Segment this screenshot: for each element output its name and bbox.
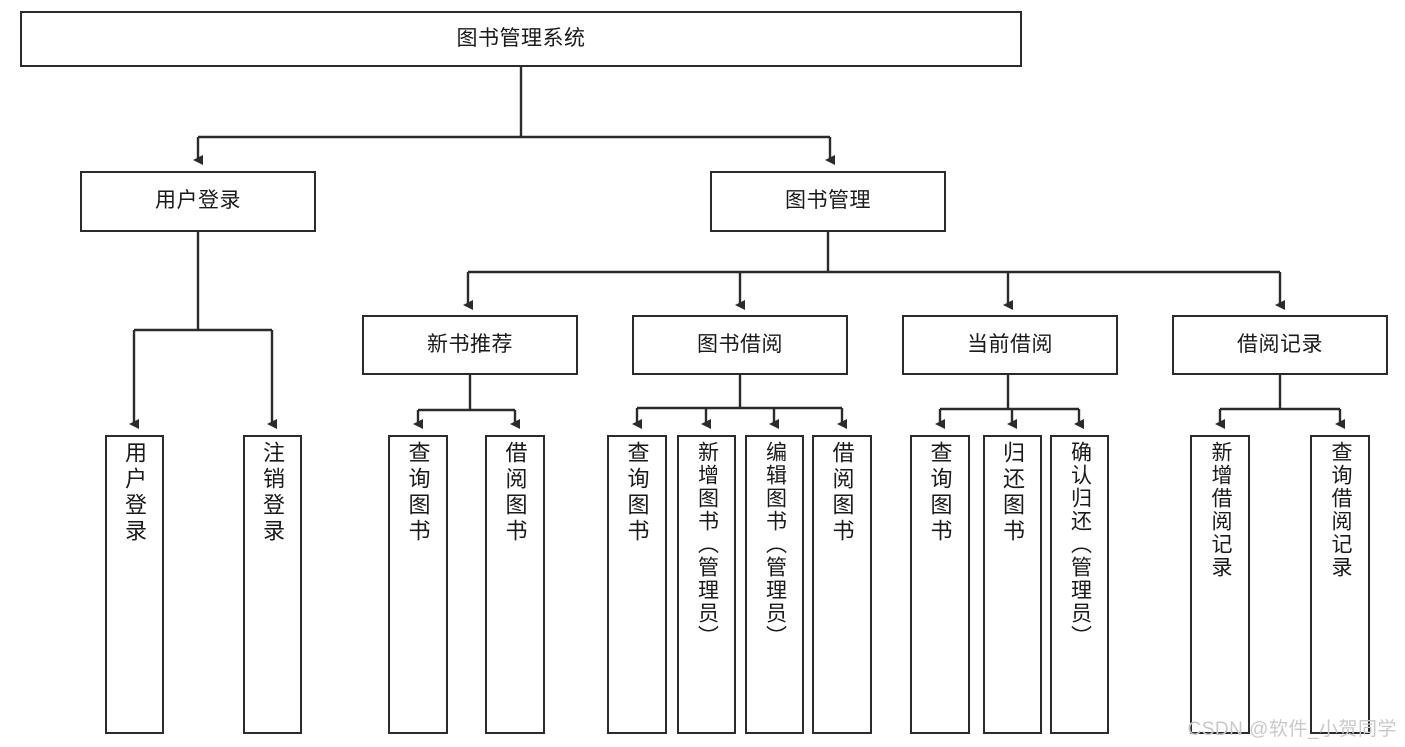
node-leaf-user-login-label: 用户登录 [122,441,148,545]
node-leaf-add-record[interactable]: 新增借阅记录 [1190,435,1250,734]
node-book-management[interactable]: 图书管理 [710,171,946,232]
node-leaf-borrow-book-1-label: 借阅图书 [502,441,528,545]
node-leaf-add-book-admin-label: 新增图书（管理员） [695,441,719,648]
node-leaf-confirm-return[interactable]: 确认归还（管理员） [1050,435,1109,734]
node-root-label: 图书管理系统 [456,26,586,50]
node-leaf-query-record-label: 查询借阅记录 [1329,441,1353,579]
node-book-borrow-label: 图书借阅 [697,332,783,356]
node-leaf-query-record[interactable]: 查询借阅记录 [1310,435,1370,734]
node-leaf-query-book-3[interactable]: 查询图书 [910,435,970,734]
node-leaf-add-book-admin[interactable]: 新增图书（管理员） [677,435,736,734]
node-leaf-return-book-label: 归还图书 [1000,441,1026,545]
node-new-book-recommend[interactable]: 新书推荐 [362,315,578,375]
node-leaf-borrow-book-1[interactable]: 借阅图书 [485,435,545,734]
node-leaf-confirm-return-label: 确认归还（管理员） [1068,441,1092,648]
node-leaf-logout-login-label: 注销登录 [260,441,286,545]
csdn-watermark: CSDN @软件_小贺同学 [1187,719,1397,740]
node-leaf-logout-login[interactable]: 注销登录 [243,435,302,734]
node-leaf-query-book-2[interactable]: 查询图书 [607,435,667,734]
node-leaf-borrow-book-2[interactable]: 借阅图书 [812,435,872,734]
node-leaf-edit-book-admin[interactable]: 编辑图书（管理员） [745,435,804,734]
node-leaf-query-book-1[interactable]: 查询图书 [388,435,448,734]
node-leaf-user-login[interactable]: 用户登录 [105,435,164,734]
node-new-book-recommend-label: 新书推荐 [427,332,513,356]
node-borrow-record-label: 借阅记录 [1237,332,1323,356]
node-root[interactable]: 图书管理系统 [20,11,1022,67]
node-leaf-query-book-2-label: 查询图书 [624,441,650,545]
node-current-borrow[interactable]: 当前借阅 [902,315,1118,375]
node-book-management-label: 图书管理 [785,189,871,213]
node-user-login[interactable]: 用户登录 [80,171,316,232]
node-leaf-add-record-label: 新增借阅记录 [1209,441,1233,579]
node-leaf-query-book-1-label: 查询图书 [405,441,431,545]
node-leaf-return-book[interactable]: 归还图书 [983,435,1042,734]
node-user-login-label: 用户登录 [155,189,241,213]
node-leaf-borrow-book-2-label: 借阅图书 [829,441,855,545]
node-current-borrow-label: 当前借阅 [967,332,1053,356]
node-book-borrow[interactable]: 图书借阅 [632,315,848,375]
node-leaf-edit-book-admin-label: 编辑图书（管理员） [763,441,787,648]
node-leaf-query-book-3-label: 查询图书 [927,441,953,545]
node-borrow-record[interactable]: 借阅记录 [1172,315,1388,375]
